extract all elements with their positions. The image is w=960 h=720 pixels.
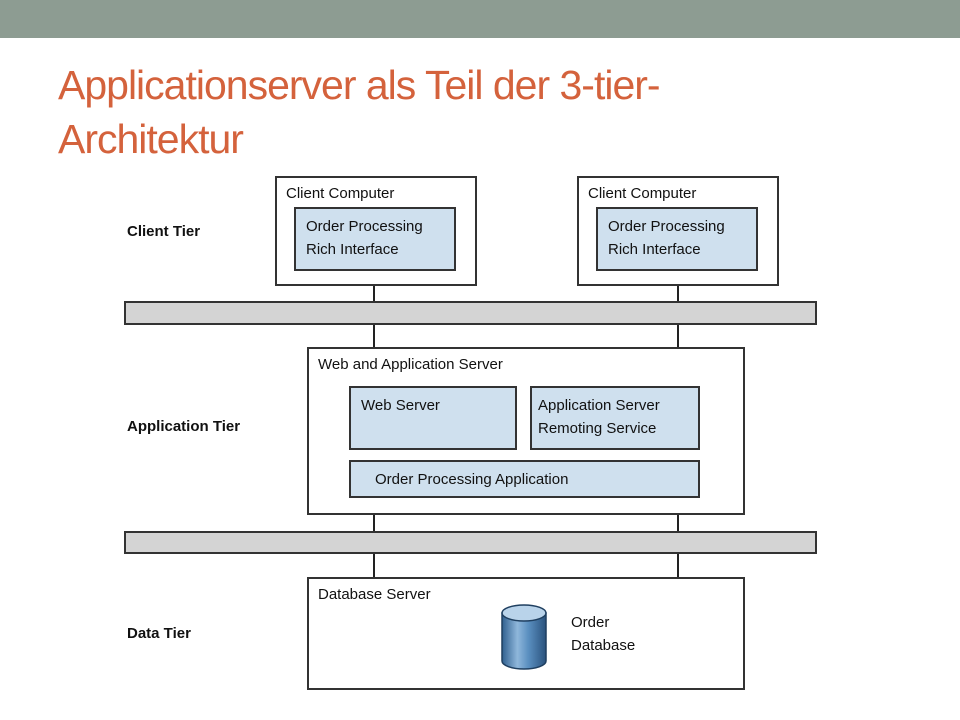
order-database-label: Order Database <box>571 611 635 657</box>
client-computer-2: Client Computer Order Processing Rich In… <box>577 176 779 286</box>
web-server-label: Web Server <box>361 397 440 414</box>
application-tier-label: Application Tier <box>127 418 241 435</box>
client-computer-2-title: Client Computer <box>588 185 697 202</box>
database-icon <box>501 604 547 670</box>
db-label-line-1: Order <box>571 614 610 631</box>
client-1-app-line-2: Rich Interface <box>306 241 399 258</box>
network-bar-lower <box>124 531 817 554</box>
database-server-title: Database Server <box>318 586 431 603</box>
connector-network-appserver-left <box>373 324 375 348</box>
client-tier-label: Client Tier <box>127 223 201 240</box>
web-server-component: Web Server <box>349 386 517 450</box>
client-2-app-line-1: Order Processing <box>608 218 725 235</box>
network-bar-upper <box>124 301 817 325</box>
remoting-line-1: Application Server <box>538 397 660 414</box>
database-server: Database Server Order Database <box>307 577 745 690</box>
slide-top-bar <box>0 0 960 38</box>
app-server-title: Web and Application Server <box>318 356 503 373</box>
client-computer-1-title: Client Computer <box>286 185 395 202</box>
web-and-application-server: Web and Application Server Web Server Ap… <box>307 347 745 515</box>
order-app-label: Order Processing Application <box>375 471 569 488</box>
client-2-app-line-2: Rich Interface <box>608 241 701 258</box>
connector-network-dbserver-left <box>373 553 375 578</box>
order-processing-application: Order Processing Application <box>349 460 700 498</box>
connector-appserver-network-left <box>373 513 375 532</box>
data-tier-label: Data Tier <box>127 625 191 642</box>
client-2-order-processing-interface: Order Processing Rich Interface <box>596 207 758 271</box>
connector-network-appserver-right <box>677 324 679 348</box>
title-line-2: Architektur <box>58 116 244 162</box>
client-1-app-line-1: Order Processing <box>306 218 423 235</box>
connector-appserver-network-right <box>677 513 679 532</box>
remoting-service-component: Application Server Remoting Service <box>530 386 700 450</box>
db-label-line-2: Database <box>571 637 636 654</box>
slide-title: Applicationserver als Teil der 3-tier- A… <box>58 58 918 166</box>
remoting-line-2: Remoting Service <box>538 420 657 437</box>
title-line-1: Applicationserver als Teil der 3-tier- <box>58 62 661 108</box>
connector-client2-network <box>677 284 679 302</box>
client-computer-1: Client Computer Order Processing Rich In… <box>275 176 477 286</box>
connector-network-dbserver-right <box>677 553 679 578</box>
client-1-order-processing-interface: Order Processing Rich Interface <box>294 207 456 271</box>
connector-client1-network <box>373 284 375 302</box>
